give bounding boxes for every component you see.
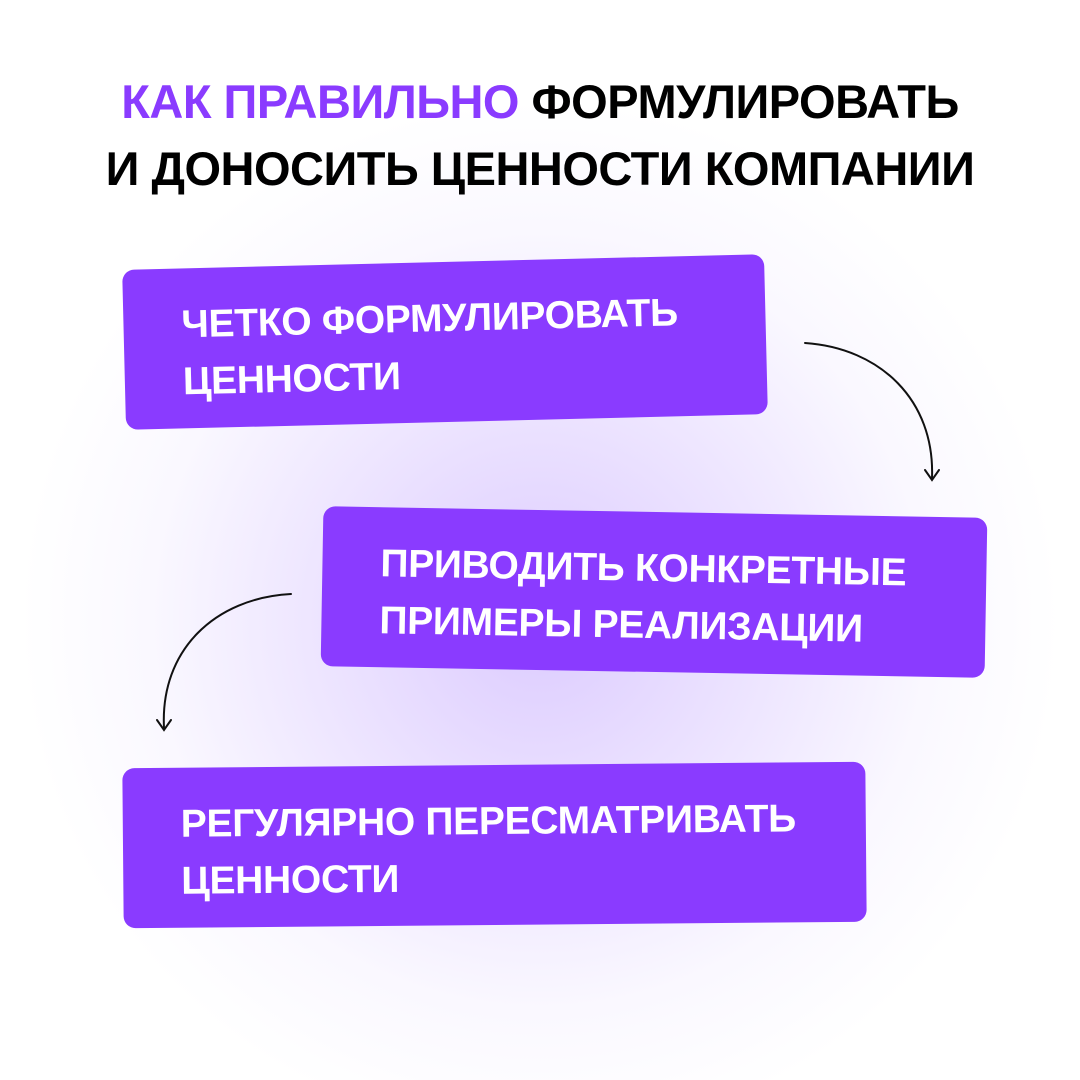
title-line-2: И ДОНОСИТЬ ЦЕННОСТИ КОМПАНИИ — [105, 142, 975, 195]
arrow-icon-1 — [804, 342, 940, 482]
title-accent: КАК ПРАВИЛЬНО — [121, 75, 519, 128]
page-title: КАК ПРАВИЛЬНО ФОРМУЛИРОВАТЬ И ДОНОСИТЬ Ц… — [0, 68, 1080, 202]
title-line-1: КАК ПРАВИЛЬНО ФОРМУЛИРОВАТЬ — [0, 68, 1080, 135]
title-rest: ФОРМУЛИРОВАТЬ — [531, 75, 960, 128]
arrow-icon-2 — [156, 593, 292, 732]
